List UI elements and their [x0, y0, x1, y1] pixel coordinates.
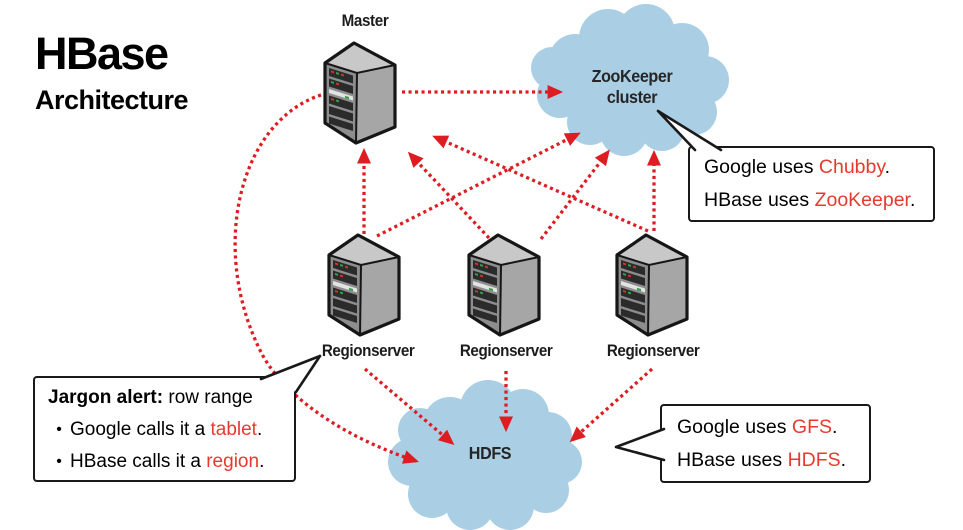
bullet-text: Google calls it a tablet.: [70, 414, 262, 446]
regionserver-1: [327, 233, 401, 337]
callout-highlight: GFS: [791, 416, 832, 438]
jargon-bullet-1: • Google calls it a tablet.: [48, 414, 294, 446]
callout-text: .: [909, 189, 916, 211]
regionserver-2: [467, 233, 541, 337]
callout-text: Google uses: [704, 156, 819, 178]
zookeeper-callout: Google uses Chubby. HBase uses ZooKeeper…: [688, 146, 935, 222]
jargon-title-line: Jargon alert: row range: [48, 382, 294, 414]
master-label: Master: [341, 12, 389, 30]
callout-highlight: HDFS: [787, 449, 841, 471]
callout-text: HBase uses: [677, 449, 788, 471]
jargon-title-bold: Jargon alert:: [48, 387, 164, 408]
diagram-subtitle: Architecture: [35, 85, 189, 116]
jargon-alert-callout: Jargon alert: row range • Google calls i…: [33, 376, 296, 482]
jargon-title-rest: row range: [163, 387, 253, 408]
callout-highlight: Chubby: [818, 156, 885, 178]
callout-text: .: [256, 419, 263, 440]
callout-text: .: [259, 451, 265, 472]
callout-text: Google calls it a: [70, 419, 211, 440]
arrow-regionserver2-to-zookeeper: [539, 149, 610, 241]
callout-line: HBase uses HDFS.: [677, 444, 869, 477]
callout-line: HBase uses ZooKeeper.: [704, 184, 933, 217]
callout-text: .: [884, 156, 891, 178]
callout-text: HBase uses: [704, 189, 815, 211]
arrow-regionserver3-to-hdfs: [569, 367, 654, 443]
hdfs-callout: Google uses GFS. HBase uses HDFS.: [660, 404, 871, 483]
callout-text: Google uses: [677, 416, 792, 438]
bullet-text: HBase calls it a region.: [70, 446, 264, 478]
zookeeper-cluster-label: ZooKeeper cluster: [577, 66, 687, 108]
callout-line: Google uses Chubby.: [704, 151, 933, 184]
zookeeper-label-line2: cluster: [606, 87, 658, 107]
regionserver3-label: Regionserver: [606, 342, 700, 360]
title-block: HBase Architecture: [35, 28, 189, 116]
hdfs-label: HDFS: [468, 443, 512, 463]
callout-text: .: [832, 416, 838, 438]
bullet-glyph: •: [56, 453, 62, 470]
bullet-glyph: •: [56, 421, 62, 438]
callout-line: Google uses GFS.: [677, 411, 869, 444]
regionserver2-label: Regionserver: [459, 342, 553, 360]
connection-arrows: [233, 85, 661, 464]
master-server: [323, 41, 397, 145]
regionserver1-label: Regionserver: [321, 342, 415, 360]
regionserver-3: [615, 233, 689, 337]
callout-highlight: ZooKeeper: [814, 189, 910, 211]
arrow-regionserver2-to-master: [407, 151, 491, 240]
jargon-bullet-2: • HBase calls it a region.: [48, 446, 294, 478]
callout-highlight: region: [206, 451, 260, 472]
callout-text: .: [840, 449, 847, 471]
callout-text: HBase calls it a: [70, 451, 207, 472]
diagram-title: HBase: [35, 28, 169, 79]
callout-highlight: tablet: [210, 419, 257, 440]
arrow-regionserver1-to-zookeeper: [376, 132, 581, 238]
zookeeper-label-line1: ZooKeeper: [591, 66, 673, 86]
